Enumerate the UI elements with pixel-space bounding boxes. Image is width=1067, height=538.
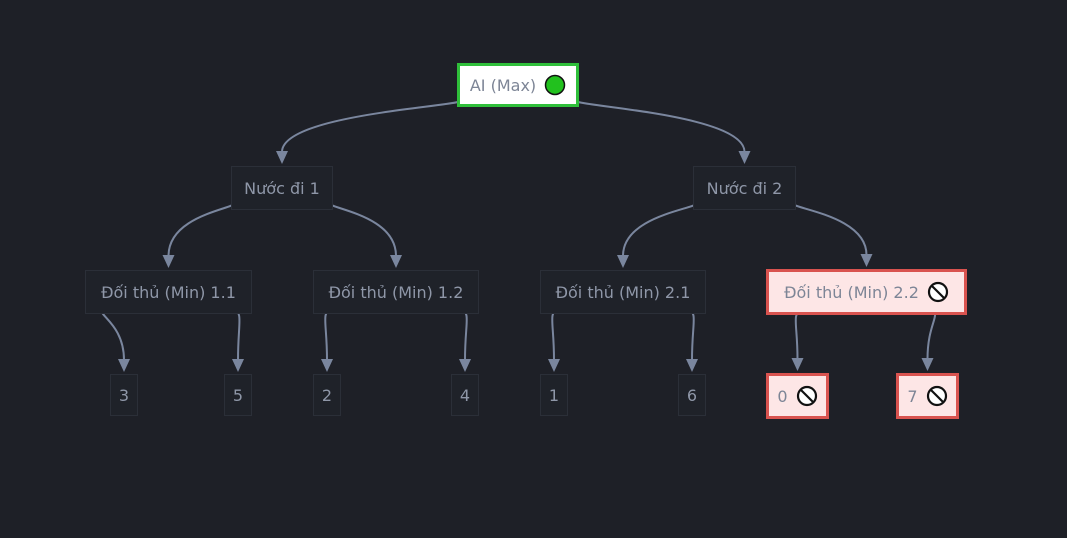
node-label: 2 <box>321 385 333 405</box>
node-leaf-7: 7 <box>896 373 959 419</box>
node-label: 3 <box>118 385 130 405</box>
node-label: 5 <box>232 385 244 405</box>
edge-opp21-leaf6 <box>687 307 695 361</box>
node-leaf-6: 6 <box>678 374 706 416</box>
node-leaf-2: 2 <box>313 374 341 416</box>
green-circle-icon <box>544 74 566 96</box>
node-label: 1 <box>548 385 560 405</box>
arrowhead-move1-opp11 <box>162 255 175 268</box>
node-move-2: Nước đi 2 <box>693 166 796 210</box>
arrowhead-root-move1 <box>276 151 288 164</box>
arrowhead-move2-opp22 <box>860 254 873 267</box>
arrowhead-opp21-leaf6 <box>686 359 698 372</box>
node-leaf-3: 3 <box>110 374 138 416</box>
node-leaf-5: 5 <box>224 374 252 416</box>
node-leaf-1: 1 <box>540 374 568 416</box>
arrowhead-opp12-leaf2 <box>321 359 333 372</box>
edge-root-move1 <box>281 100 462 153</box>
edge-move1-opp12 <box>328 203 397 257</box>
node-label: Nước đi 2 <box>706 178 783 198</box>
edge-opp21-leaf1 <box>551 307 559 361</box>
node-leaf-4: 4 <box>451 374 479 416</box>
edge-move2-opp21 <box>622 203 698 257</box>
edge-opp12-leaf4 <box>460 307 468 361</box>
node-label: Đối thủ (Min) 2.1 <box>555 282 691 302</box>
arrowhead-move2-opp21 <box>617 255 629 268</box>
edge-opp11-leaf5 <box>232 307 241 361</box>
node-label: AI (Max) <box>469 75 537 95</box>
node-leaf-0: 0 <box>766 373 829 419</box>
node-label: Đối thủ (Min) 1.2 <box>328 282 464 302</box>
node-label: Nước đi 1 <box>244 178 320 198</box>
node-opponent-2-1: Đối thủ (Min) 2.1 <box>540 270 706 314</box>
node-move-1: Nước đi 1 <box>231 166 333 210</box>
node-label: Đối thủ (Min) 2.2 <box>784 282 919 302</box>
arrowhead-opp11-leaf3 <box>118 359 130 372</box>
node-label: 7 <box>907 386 918 406</box>
edge-opp22-leaf7 <box>926 308 937 360</box>
edge-move2-opp22 <box>791 203 868 256</box>
arrowhead-opp22-leaf7 <box>921 358 934 371</box>
node-opponent-2-2: Đối thủ (Min) 2.2 <box>766 269 967 315</box>
arrowhead-move1-opp12 <box>390 255 402 268</box>
edge-opp11-leaf3 <box>100 307 125 361</box>
arrowhead-root-move2 <box>738 151 751 164</box>
edge-opp12-leaf2 <box>324 307 332 361</box>
node-label: 4 <box>459 385 471 405</box>
node-opponent-1-1: Đối thủ (Min) 1.1 <box>85 270 252 314</box>
edge-move1-opp11 <box>167 203 236 257</box>
node-ai-max: AI (Max) <box>457 63 579 107</box>
arrowhead-opp12-leaf4 <box>459 359 471 372</box>
prohibited-icon <box>796 385 818 407</box>
node-opponent-1-2: Đối thủ (Min) 1.2 <box>313 270 479 314</box>
arrowhead-opp21-leaf1 <box>548 359 560 372</box>
node-label: Đối thủ (Min) 1.1 <box>101 282 236 302</box>
arrowhead-opp22-leaf0 <box>791 358 804 371</box>
edge-root-move2 <box>574 100 746 153</box>
node-label: 0 <box>777 386 788 406</box>
node-label: 6 <box>686 385 698 405</box>
prohibited-icon <box>927 281 949 303</box>
prohibited-icon <box>926 385 948 407</box>
edge-opp22-leaf0 <box>794 308 803 360</box>
arrowhead-opp11-leaf5 <box>232 359 244 372</box>
